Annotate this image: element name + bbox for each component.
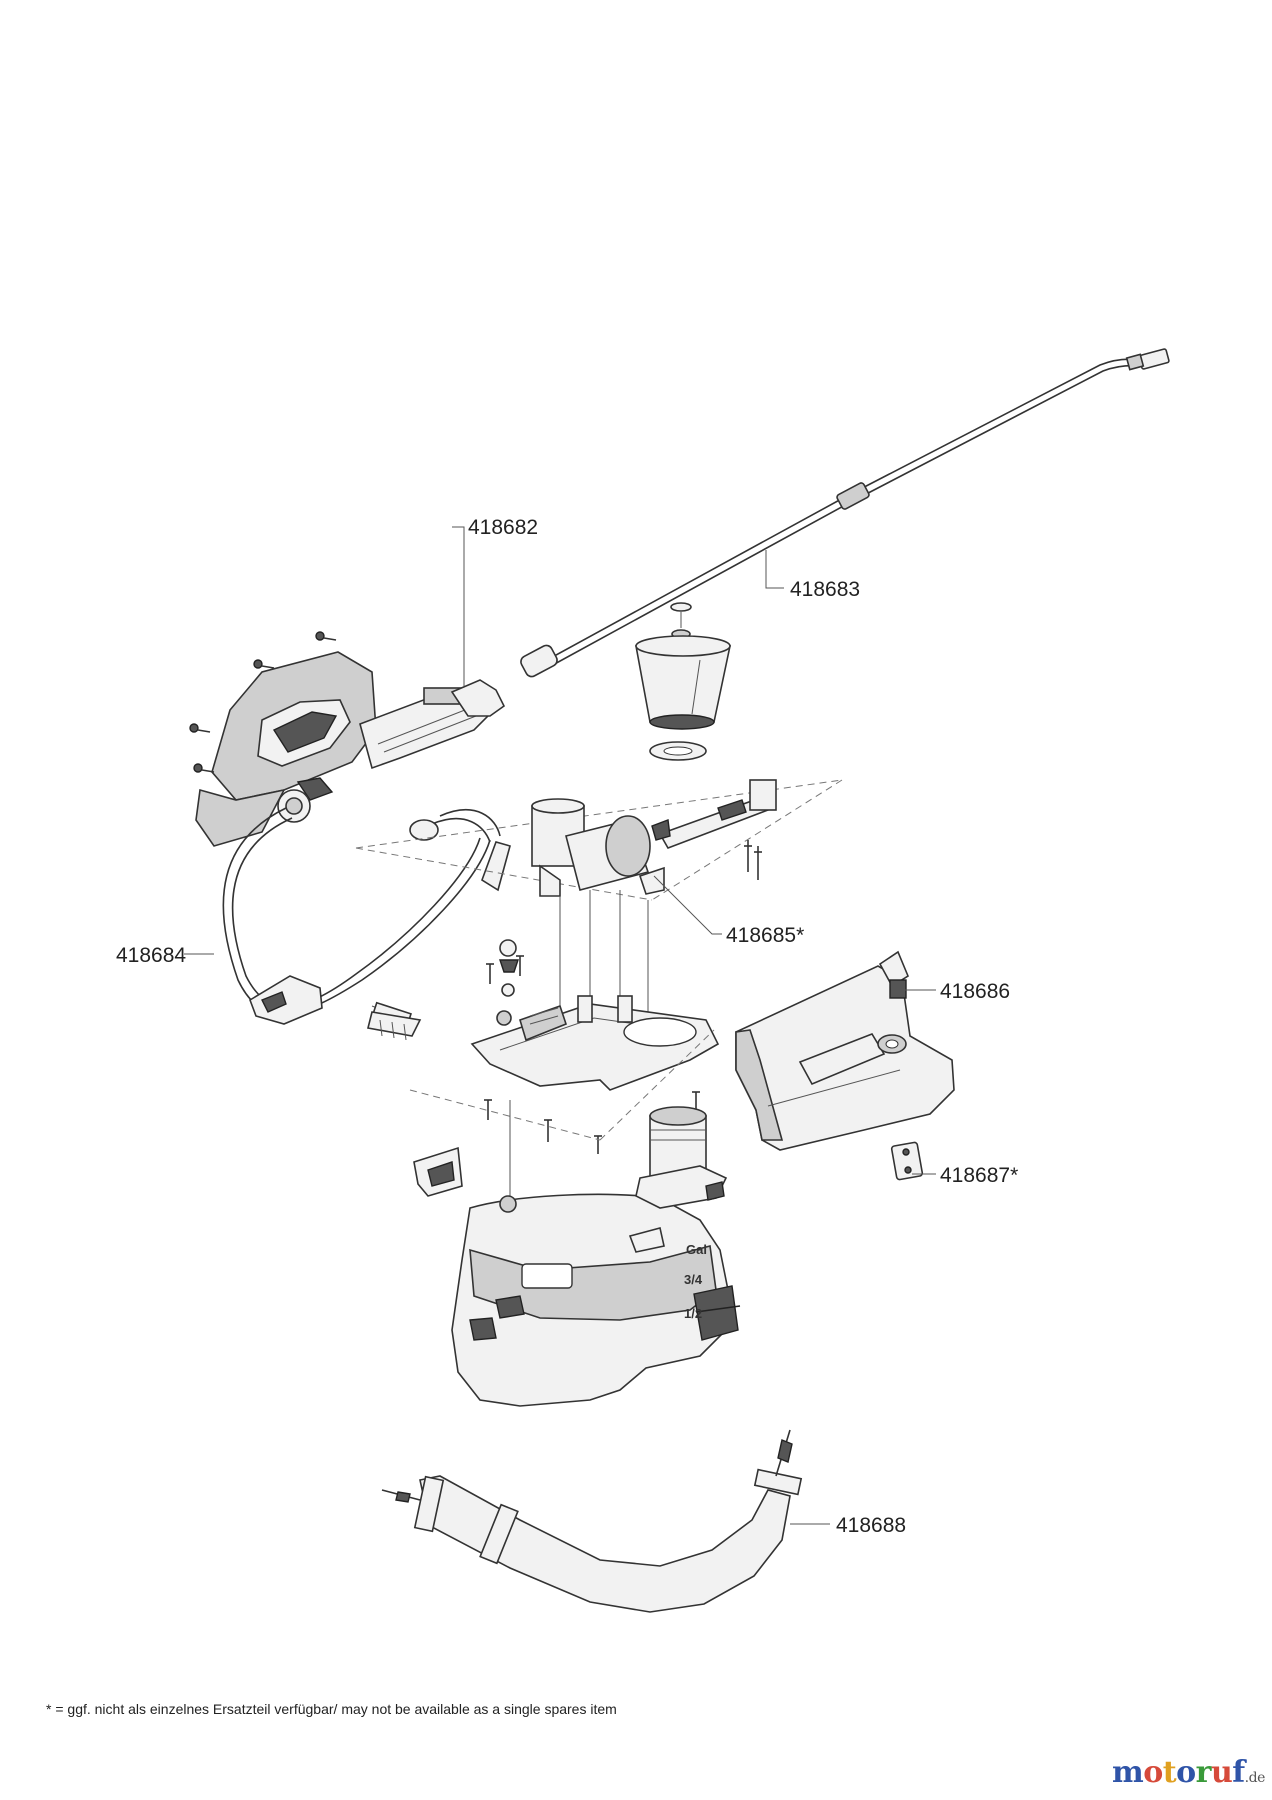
pump-assembly bbox=[355, 779, 843, 1060]
shoulder-cover bbox=[735, 950, 955, 1151]
tank-marking-gal: Gal bbox=[686, 1242, 707, 1257]
logo-letter: u bbox=[1210, 1755, 1233, 1790]
logo-letter: o bbox=[1176, 1755, 1196, 1790]
carrying-strap bbox=[381, 1429, 803, 1613]
part-label-418684: 418684 bbox=[116, 944, 186, 967]
part-label-418683: 418683 bbox=[790, 578, 860, 601]
spray-lance bbox=[520, 348, 1170, 678]
part-label-418686: 418686 bbox=[940, 980, 1010, 1003]
logo-letter: o bbox=[1143, 1755, 1163, 1790]
logo-letter: f bbox=[1232, 1755, 1245, 1790]
leader-lines bbox=[184, 526, 936, 1525]
footnote: * = ggf. nicht als einzelnes Ersatzteil … bbox=[46, 1701, 617, 1717]
logo-letter: r bbox=[1195, 1755, 1212, 1790]
part-label-418687: 418687* bbox=[940, 1164, 1018, 1187]
tank: Gal 3/4 1/2 bbox=[413, 1106, 741, 1407]
trigger-handle bbox=[189, 631, 506, 847]
tank-marking-1-2: 1/2 bbox=[684, 1306, 702, 1321]
filter-funnel bbox=[635, 602, 731, 761]
small-bracket bbox=[890, 1141, 924, 1181]
part-label-418685: 418685* bbox=[726, 924, 804, 947]
part-label-418682: 418682 bbox=[468, 516, 538, 539]
logo-letter: t bbox=[1162, 1755, 1177, 1790]
base-plate bbox=[367, 939, 720, 1208]
logo-tld: .de bbox=[1244, 1770, 1266, 1786]
logo-letter: m bbox=[1112, 1755, 1144, 1790]
motoruf-logo: motoruf.de bbox=[1112, 1755, 1265, 1790]
tank-marking-3-4: 3/4 bbox=[684, 1272, 703, 1287]
hose bbox=[222, 807, 511, 1031]
part-label-418688: 418688 bbox=[836, 1514, 906, 1537]
